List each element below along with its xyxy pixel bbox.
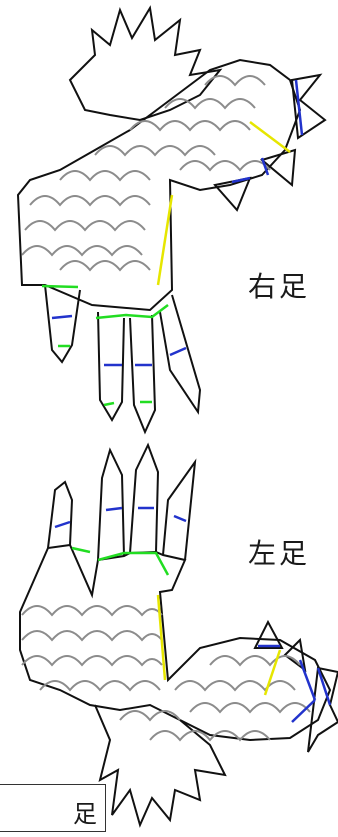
left-foot-toe-3 [129, 442, 160, 554]
right-foot-talon-1 [290, 73, 327, 140]
left-foot-toe-4 [162, 458, 197, 561]
right-foot-scales [21, 75, 271, 272]
left-foot [19, 442, 338, 828]
left-foot-feather-outline [94, 704, 227, 828]
right-foot [16, 5, 327, 435]
right-foot-yellow-line [156, 194, 174, 286]
right-foot-toe-1 [44, 284, 81, 364]
right-foot-toe-2 [97, 311, 125, 422]
left-foot-scales [21, 605, 311, 742]
left-foot-yellow-line-2 [263, 649, 282, 696]
left-foot-toe-1 [47, 480, 74, 549]
right-foot-label: 右足 [248, 270, 311, 303]
corner-tag-text: 足 [73, 800, 97, 828]
left-foot-talon-2 [283, 637, 307, 673]
right-foot-talon-2 [259, 148, 297, 187]
right-foot-green-lines [41, 284, 169, 407]
right-foot-toe-4 [159, 294, 202, 415]
right-foot-toe-3 [129, 314, 157, 435]
left-foot-talon-3 [307, 666, 338, 753]
right-foot-yellow-line-2 [249, 121, 291, 153]
left-foot-blue-lines [54, 506, 332, 723]
right-foot-blue-lines [51, 79, 304, 367]
left-foot-talon-1 [253, 619, 284, 649]
corner-tag: 足 [0, 784, 106, 832]
right-foot-leg-outline [16, 58, 302, 312]
left-foot-label: 左足 [248, 537, 311, 570]
left-foot-toe-2 [97, 447, 125, 561]
left-foot-yellow-line [156, 594, 167, 681]
right-foot-feather-outline [68, 5, 223, 122]
left-foot-green-lines [71, 546, 170, 576]
left-foot-leg-outline [19, 543, 332, 742]
